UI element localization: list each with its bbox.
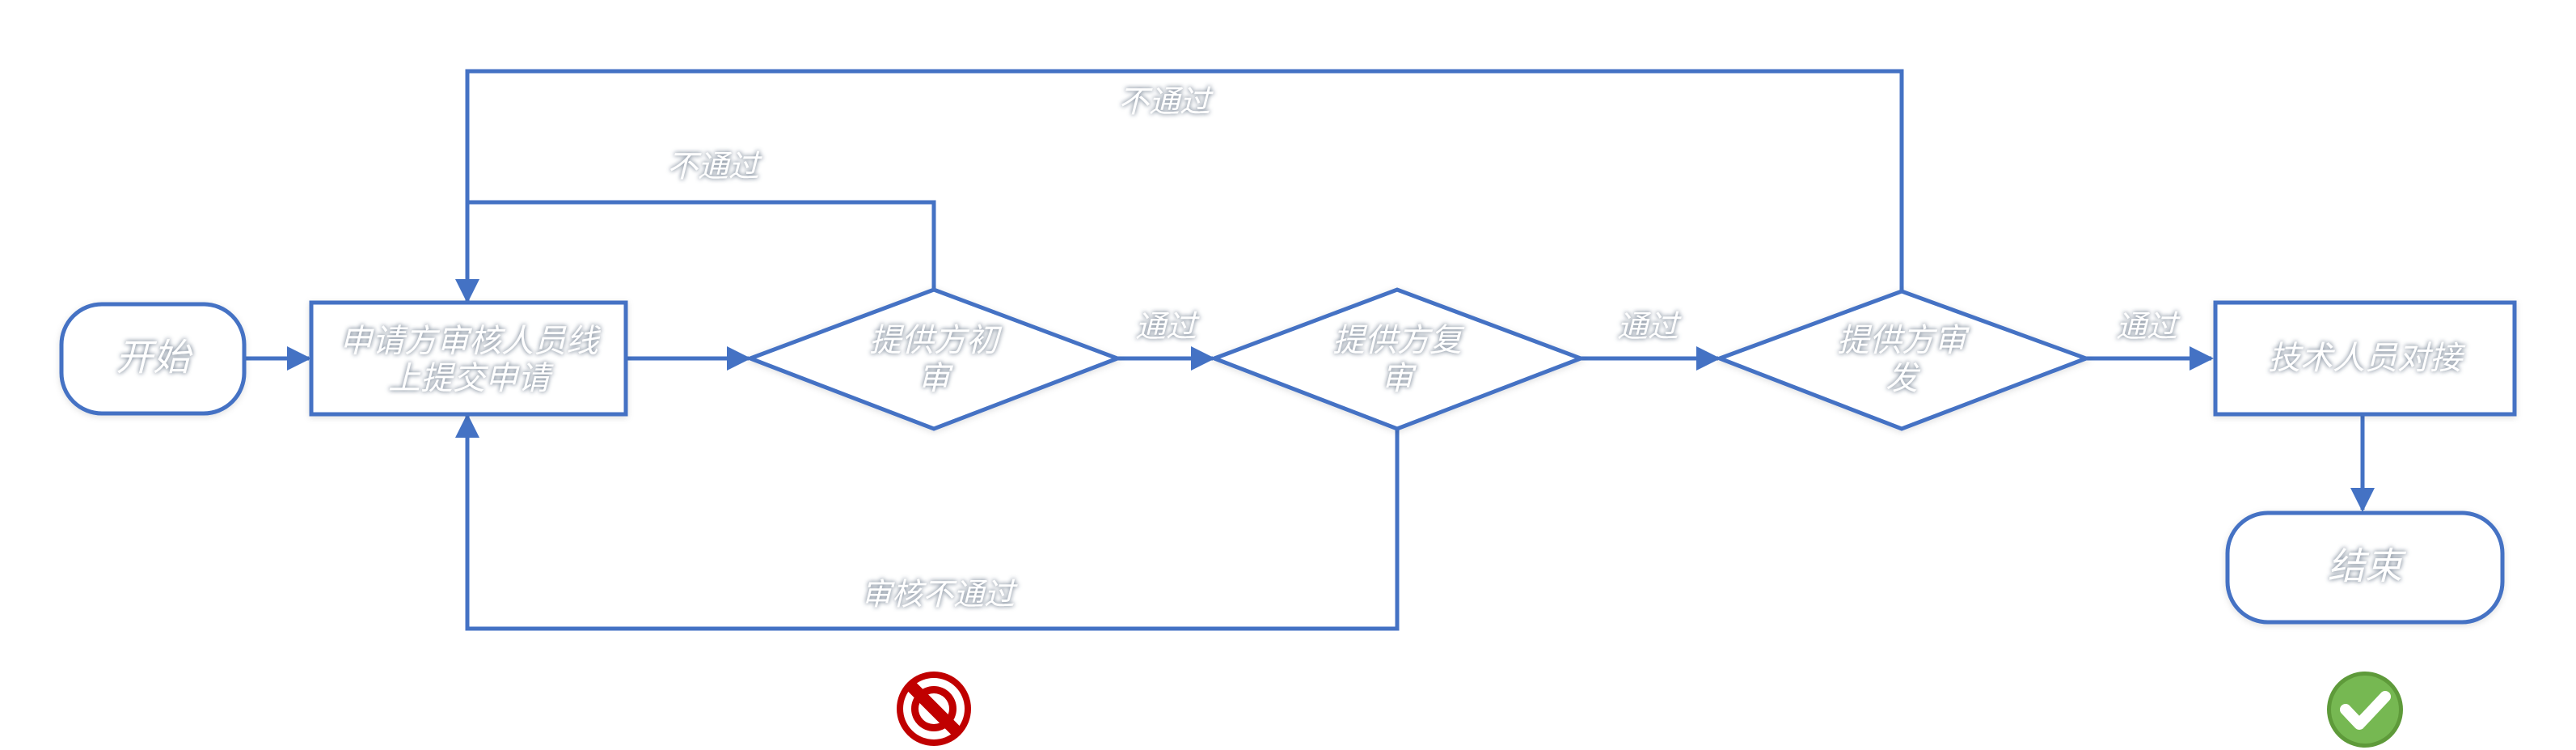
edge-label-pass-3: 通过: [2116, 309, 2181, 345]
issue-label-line1: 提供方审: [1837, 322, 1970, 359]
issue-label-line2: 发: [1886, 360, 1921, 397]
end-node: [2225, 511, 2505, 625]
edge-label-pass-2: 通过: [1617, 309, 1682, 345]
edge-label-reject-inner: 不通过: [667, 149, 762, 184]
nodes: [59, 287, 2517, 625]
re-review-label-line2: 审: [1381, 360, 1417, 397]
initial-review-label-line1: 提供方初: [869, 322, 1003, 359]
tech-contact-node: [2213, 300, 2517, 417]
edge-initial-reject-loop: [467, 200, 936, 291]
edge-re-review-reject-loop: [455, 413, 1400, 631]
start-node: [59, 302, 247, 416]
edge-label-reject-bottom: 审核不通过: [861, 577, 1018, 612]
edge-label-pass-1: 通过: [1135, 309, 1200, 345]
edge-issue-reject-loop: [455, 69, 1904, 303]
node-labels: 开始 申请方审核人员线 上提交申请 提供方初 审 提供方复 审 提供方审 发 技…: [116, 322, 2466, 588]
edge-label-reject-top: 不通过: [1118, 84, 1214, 120]
issue-node: [1713, 289, 2092, 431]
apply-label-line2: 上提交申请: [388, 360, 554, 397]
apply-label-line1: 申请方审核人员线: [340, 323, 602, 360]
prohibited-icon: [897, 672, 971, 746]
edge-labels: 不通过 不通过 通过 通过 通过 审核不通过: [667, 84, 2181, 612]
tech-contact-label: 技术人员对接: [2268, 340, 2466, 377]
end-label: 结束: [2328, 544, 2407, 588]
initial-review-label-line2: 审: [918, 360, 954, 397]
apply-node: [309, 300, 628, 417]
check-circle-icon: [2327, 672, 2403, 748]
connectors: [244, 69, 2375, 631]
re-review-label-line1: 提供方复: [1332, 322, 1465, 359]
re-review-node: [1208, 287, 1587, 431]
initial-review-node: [744, 287, 1124, 431]
start-label: 开始: [116, 336, 193, 379]
